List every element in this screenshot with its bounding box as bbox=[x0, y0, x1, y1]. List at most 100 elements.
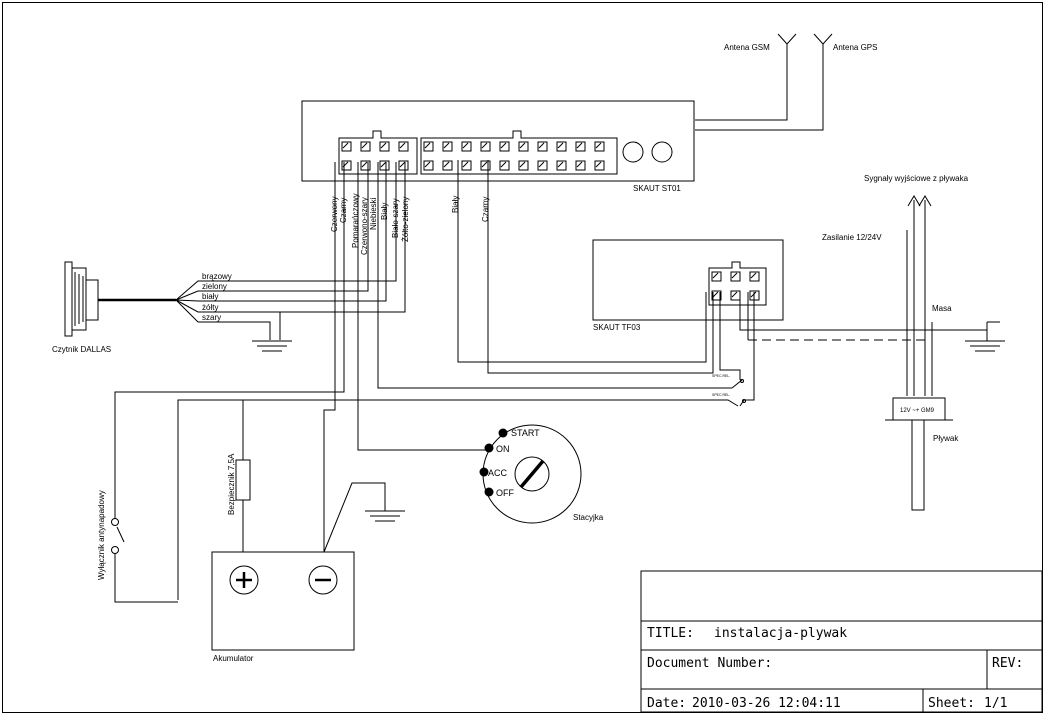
st01-right-wire-labels: Biały Czarny bbox=[451, 196, 490, 222]
float-ground-label: Masa bbox=[932, 304, 952, 313]
connector-pin bbox=[730, 271, 741, 282]
battery-label: Akumulator bbox=[213, 654, 254, 663]
connector-pin bbox=[537, 141, 548, 152]
connector-pin bbox=[360, 141, 371, 152]
connector-pin bbox=[575, 160, 586, 171]
dallas-wire-label: brązowy bbox=[202, 272, 232, 281]
connector-pin-mark bbox=[424, 161, 431, 168]
dallas-wire-label: zielony bbox=[202, 282, 227, 291]
antitheft-switch-label: Wyłącznik antynapadowy bbox=[97, 490, 106, 580]
wire-black bbox=[487, 160, 714, 374]
connector-pin bbox=[461, 160, 472, 171]
dallas-wires: brązowy zielony biały żółty szary bbox=[175, 162, 406, 340]
connector-pin-mark bbox=[380, 161, 387, 168]
st01-left-wire-labels: Czerwony Czarny Pomarańczowy Czerwono-sz… bbox=[330, 193, 410, 255]
connector-pin-mark bbox=[462, 161, 469, 168]
float-supply-label: Zasilanie 12/24V bbox=[822, 233, 882, 242]
connector-pin-mark bbox=[399, 161, 406, 168]
skaut-st01-module: SKAUT ST01 bbox=[301, 100, 695, 193]
connector-pin bbox=[594, 141, 605, 152]
float-signal-arrows: Sygnały wyjściowe z pływaka Zasilanie 12… bbox=[822, 174, 969, 396]
fuse-label: Bezpiecznik 7,5A bbox=[227, 453, 236, 515]
connector-pin bbox=[480, 141, 491, 152]
connector-pin-mark bbox=[443, 142, 450, 149]
connector-pin bbox=[518, 141, 529, 152]
title-block: TITLE: instalacja-plywak Document Number… bbox=[640, 570, 1043, 713]
antenna-gsm-label: Antena GSM bbox=[724, 43, 770, 52]
relay-label: SPEC.REL. bbox=[712, 393, 730, 397]
wire-ground bbox=[739, 292, 988, 340]
connector-pin bbox=[730, 290, 741, 301]
connector-pin bbox=[480, 160, 491, 171]
connector-pin bbox=[575, 141, 586, 152]
sheet-value: 1/1 bbox=[984, 696, 1007, 711]
wire-red bbox=[323, 162, 336, 552]
antenna-gps: Antena GPS bbox=[695, 33, 877, 131]
st01-connector-left bbox=[338, 130, 418, 175]
connector-pin bbox=[341, 141, 352, 152]
switch-relay-2: SPEC.REL. bbox=[177, 393, 746, 600]
connector-pin-mark bbox=[462, 142, 469, 149]
connector-pin-mark bbox=[481, 142, 488, 149]
ignition-position: OFF bbox=[496, 488, 514, 498]
tf03-connector bbox=[708, 261, 767, 306]
wire-label: Biały bbox=[380, 203, 389, 220]
connector-pin-mark bbox=[342, 142, 349, 149]
connector-pin-mark bbox=[500, 161, 507, 168]
float-signals-label: Sygnały wyjściowe z pływaka bbox=[864, 174, 969, 183]
ignition-position: START bbox=[511, 428, 540, 438]
ignition-position: ACC bbox=[488, 468, 508, 478]
connector-pin bbox=[499, 160, 510, 171]
connector-pin-mark bbox=[500, 142, 507, 149]
wire-ignition bbox=[357, 162, 489, 451]
st01-socket-2 bbox=[651, 141, 673, 163]
antenna-gps-label: Antena GPS bbox=[833, 43, 877, 52]
title-value: instalacja-plywak bbox=[714, 626, 847, 641]
connector-pin-mark bbox=[443, 161, 450, 168]
connector-pin-mark bbox=[399, 142, 406, 149]
float-sensor-label: Pływak bbox=[933, 434, 959, 443]
revision-label: REV: bbox=[992, 656, 1023, 671]
connector-pin-mark bbox=[712, 272, 719, 279]
connector-pin bbox=[711, 271, 722, 282]
connector-pin-mark bbox=[557, 161, 564, 168]
ignition-label: Stacyjka bbox=[573, 513, 604, 522]
sheet-label: Sheet: bbox=[928, 696, 975, 711]
connector-pin bbox=[442, 160, 453, 171]
connector-pin-mark bbox=[519, 142, 526, 149]
dallas-reader: Czytnik DALLAS bbox=[52, 261, 176, 354]
st01-connector-right bbox=[420, 130, 618, 175]
connector-pin-mark bbox=[538, 161, 545, 168]
wire-label: Pomarańczowy bbox=[351, 193, 360, 248]
date-label: Date: bbox=[647, 696, 686, 711]
connector-pin bbox=[398, 160, 409, 171]
float-sensor: 12V ~+ GM9 Pływak bbox=[885, 397, 959, 511]
connector-pin-mark bbox=[576, 142, 583, 149]
float-sensor-rating: 12V ~+ GM9 bbox=[900, 408, 935, 414]
wire-label: Czarny bbox=[481, 197, 490, 222]
connector-pin-mark bbox=[595, 161, 602, 168]
connector-pin bbox=[442, 141, 453, 152]
connector-pin bbox=[341, 160, 352, 171]
connector-pin bbox=[499, 141, 510, 152]
connector-pin bbox=[594, 160, 605, 171]
wire-white bbox=[457, 160, 707, 363]
connector-pin-mark bbox=[731, 272, 738, 279]
antitheft-switch: Wyłącznik antynapadowy bbox=[97, 162, 345, 603]
connector-pin bbox=[518, 160, 529, 171]
connector-pin-mark bbox=[731, 291, 738, 298]
connector-pin bbox=[398, 141, 409, 152]
connector-pin-mark bbox=[380, 142, 387, 149]
connector-pin bbox=[556, 141, 567, 152]
connector-pin-mark bbox=[576, 161, 583, 168]
connector-pin bbox=[423, 160, 434, 171]
dallas-wire-label: żółty bbox=[202, 303, 218, 312]
dallas-label: Czytnik DALLAS bbox=[52, 345, 111, 354]
connector-pin bbox=[556, 160, 567, 171]
battery: Akumulator bbox=[211, 551, 355, 663]
switch-relay-1: SPEC.REL. bbox=[377, 162, 744, 389]
connector-pin bbox=[461, 141, 472, 152]
st01-socket-1 bbox=[622, 141, 644, 163]
